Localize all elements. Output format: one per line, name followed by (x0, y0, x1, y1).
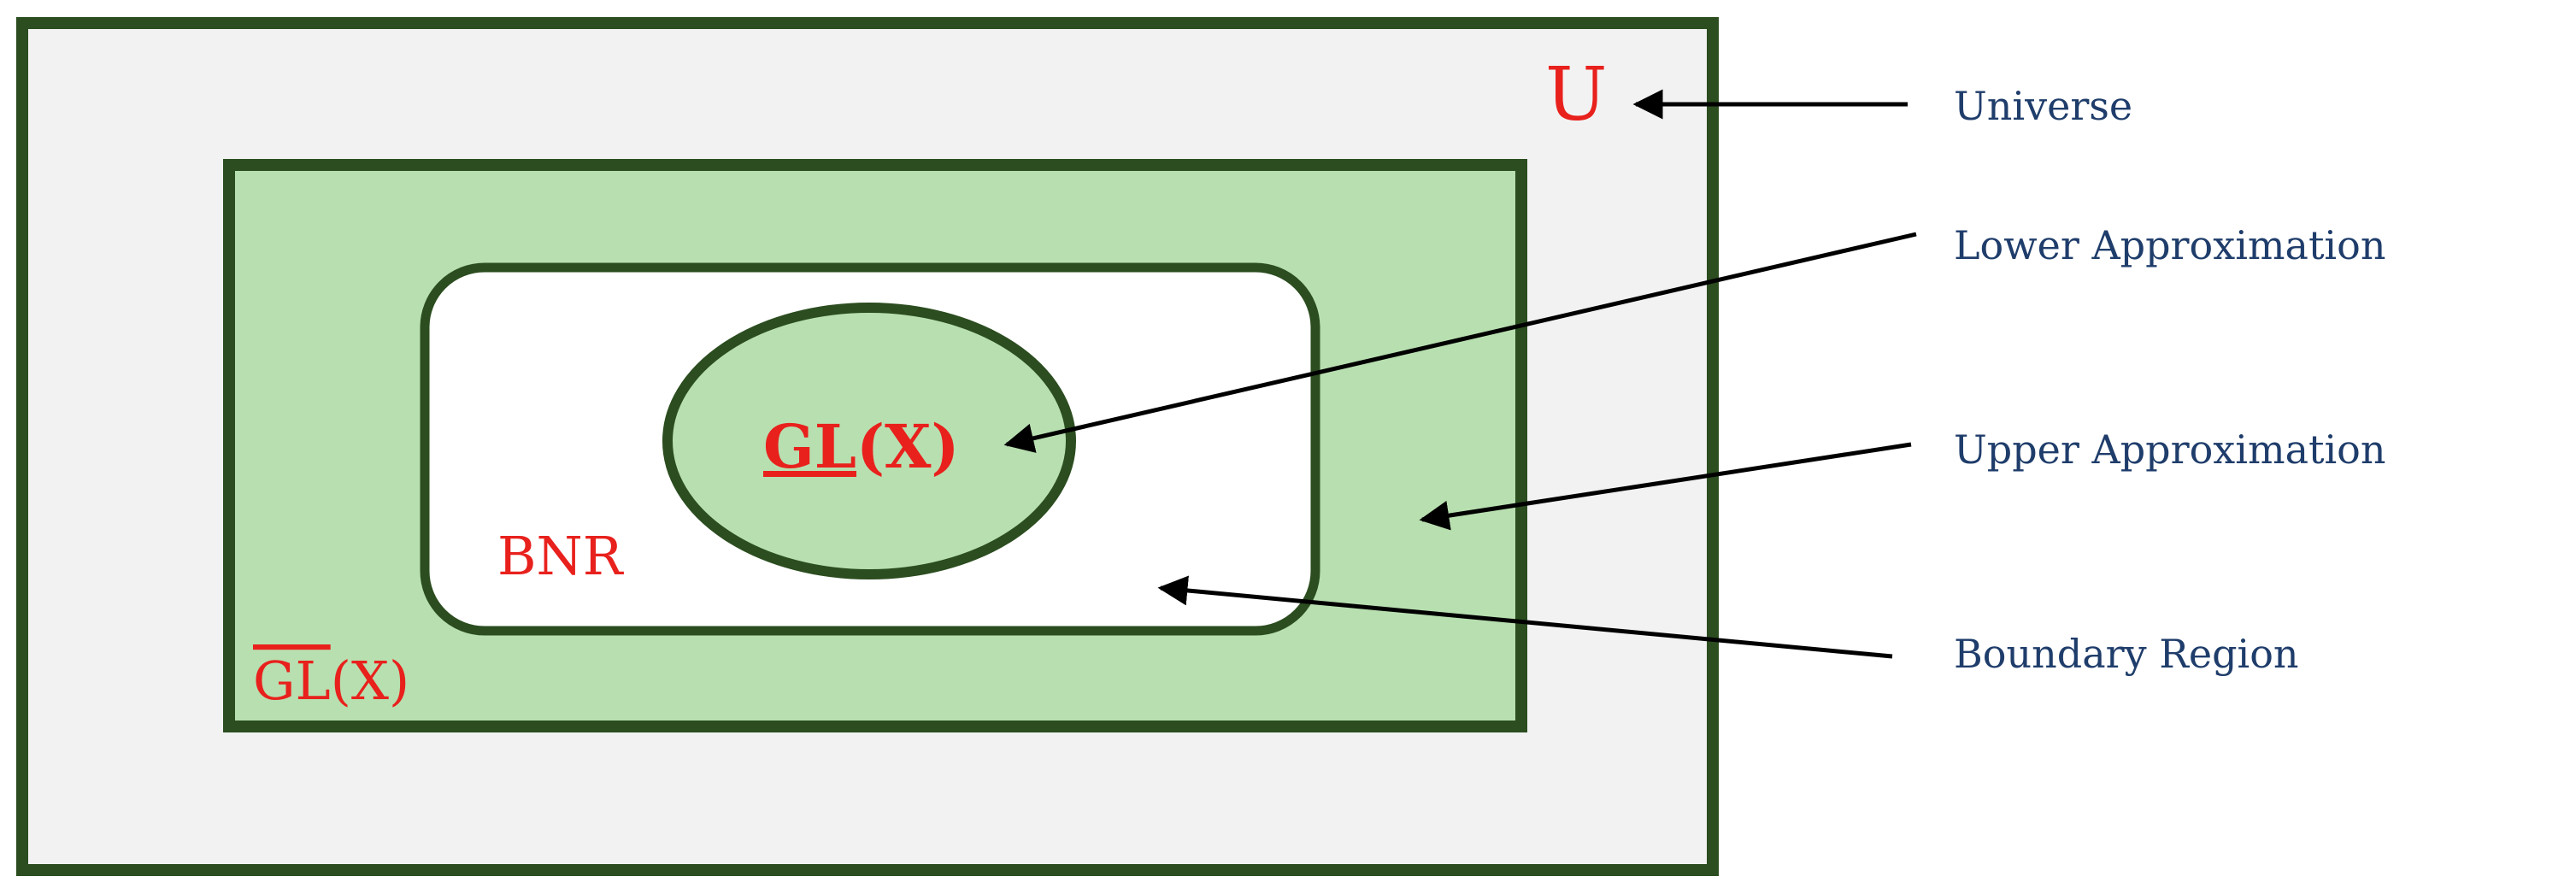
upper-symbol-base: GL (253, 650, 331, 712)
boundary-region-arrow (1157, 575, 1893, 659)
lower-approximation-arrow (1003, 232, 1917, 453)
callout-upper-approximation: Upper Approximation (1954, 426, 2386, 473)
callout-universe: Universe (1954, 83, 2132, 129)
callout-lower-approximation: Lower Approximation (1954, 222, 2385, 268)
lower-approximation-region (662, 303, 1076, 579)
lower-symbol-base: GL (763, 411, 856, 482)
upper-approximation-symbol: GL(X) (253, 650, 409, 712)
lower-symbol-arg: (X) (856, 411, 960, 482)
universe-symbol: U (1545, 52, 1607, 138)
upper-symbol-arg: (X) (331, 650, 410, 712)
callout-boundary-region: Boundary Region (1954, 631, 2299, 677)
upper-approximation-arrow (1419, 442, 1912, 531)
lower-approximation-symbol: GL(X) (763, 411, 960, 482)
boundary-symbol: BNR (497, 525, 625, 587)
